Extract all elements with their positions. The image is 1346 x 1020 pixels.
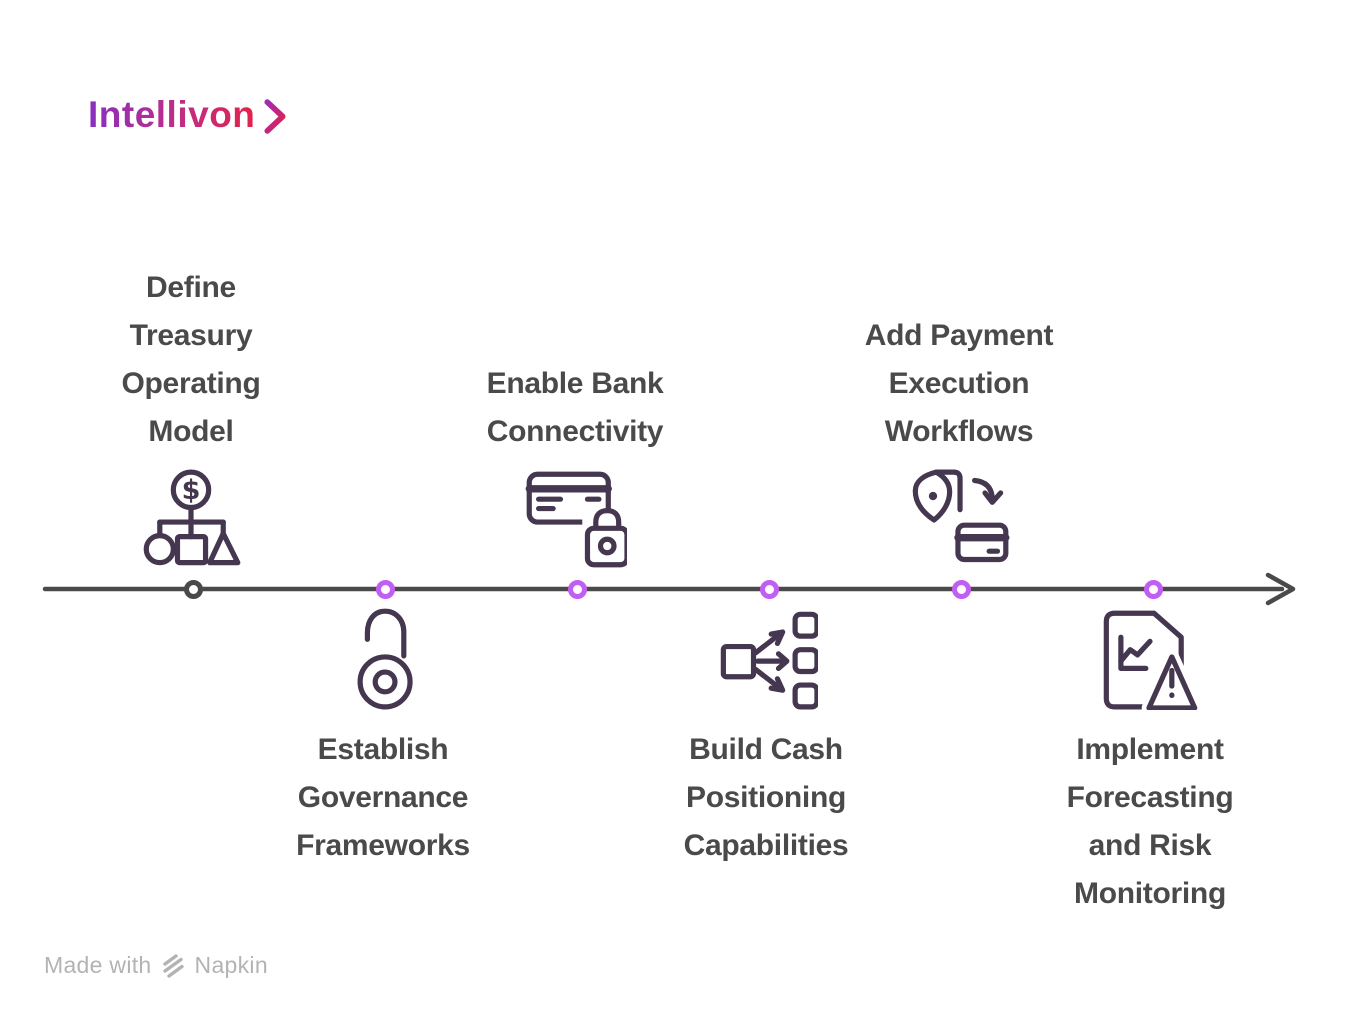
made-with-napkin-watermark: Made with Napkin [44, 952, 268, 979]
step-title: Enable Bank Connectivity [486, 367, 664, 448]
timeline-step-establish-governance-frameworks: Establish Governance Frameworks [233, 606, 533, 870]
brand-logo: Intellivon [88, 94, 289, 136]
fan-out-icon [714, 606, 818, 710]
timeline-step-add-payment-execution-workflows: Add Payment Execution Workflows [809, 312, 1109, 572]
open-padlock-icon [331, 606, 435, 710]
step-title: Add Payment Execution Workflows [864, 319, 1054, 448]
timeline-axis [42, 572, 1296, 606]
timeline-step-build-cash-positioning-capabilities: Build Cash Positioning Capabilities [616, 606, 916, 870]
step-title: Implement Forecasting and Risk Monitorin… [1066, 733, 1234, 910]
timeline-node-4 [759, 579, 779, 599]
watermark-prefix: Made with [44, 952, 152, 978]
timeline-step-define-treasury-operating-model: Define Treasury Operating Model $ [41, 264, 341, 572]
timeline-node-6 [1143, 579, 1163, 599]
timeline-arrowhead-icon [1265, 572, 1296, 606]
money-org-chart-icon: $ [139, 468, 243, 572]
timeline-node-5 [951, 579, 971, 599]
timeline-node-2 [375, 579, 395, 599]
document-chart-warning-icon [1098, 606, 1202, 710]
timeline-node-1 [183, 579, 203, 599]
step-title: Establish Governance Frameworks [296, 733, 470, 862]
svg-text:$: $ [182, 475, 201, 506]
timeline-step-enable-bank-connectivity: Enable Bank Connectivity [425, 360, 725, 572]
wallet-transfer-icon [907, 468, 1011, 572]
credit-card-lock-icon [523, 468, 627, 572]
timeline-node-3 [567, 579, 587, 599]
napkin-logo-icon [162, 953, 184, 978]
step-title: Build Cash Positioning Capabilities [683, 733, 849, 862]
brand-logo-text: Intellivon [88, 94, 256, 135]
watermark-brand: Napkin [194, 952, 268, 978]
timeline-step-implement-forecasting-and-risk-monitoring: Implement Forecasting and Risk Monitorin… [1000, 606, 1300, 918]
chevron-right-icon [264, 98, 286, 134]
step-title: Define Treasury Operating Model [121, 271, 261, 448]
